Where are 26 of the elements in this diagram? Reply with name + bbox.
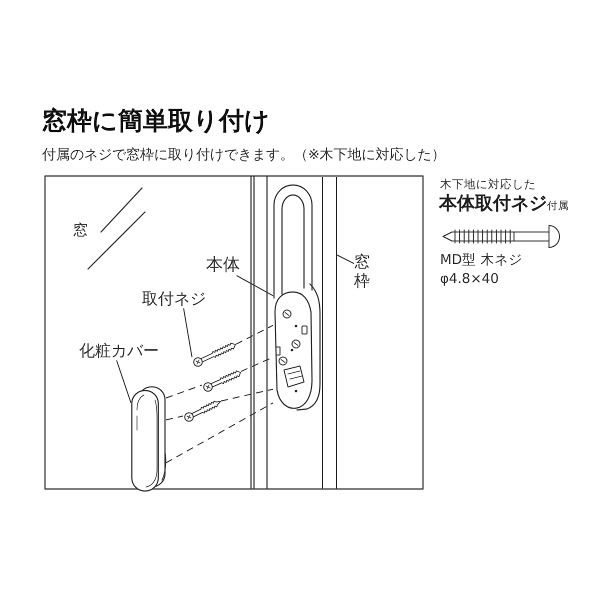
part-label: 本体 bbox=[206, 256, 240, 276]
spec-note: 木下地に対応した bbox=[440, 178, 536, 192]
cover-plate bbox=[131, 386, 166, 492]
guide-line bbox=[220, 388, 274, 402]
guide-line bbox=[166, 416, 184, 420]
leader-line bbox=[116, 360, 132, 404]
title: 窓枠に簡単取り付け bbox=[42, 107, 270, 136]
part-label: 取付ネジ bbox=[142, 290, 206, 308]
guide-line bbox=[166, 384, 202, 398]
spec-heading: 本体取付ネジ付属 bbox=[439, 194, 569, 215]
leader-line bbox=[183, 308, 192, 358]
window-frame bbox=[322, 177, 337, 489]
spec-text: φ4.8×40 bbox=[440, 272, 499, 288]
spec-text: MD型 木ネジ bbox=[440, 253, 522, 269]
part-label: 化粧カバー bbox=[79, 342, 159, 360]
leader-line bbox=[236, 275, 274, 296]
screw bbox=[183, 398, 221, 423]
screw bbox=[192, 341, 236, 368]
guide-line bbox=[166, 402, 274, 464]
latch-handle bbox=[273, 184, 321, 412]
leader-line bbox=[336, 254, 354, 264]
part-label: 窓枠 bbox=[354, 252, 370, 290]
guide-line bbox=[236, 324, 274, 345]
description-text: 付属のネジで窓枠に取り付けできます。（※木下地に対応した） bbox=[42, 147, 446, 164]
screw bbox=[202, 369, 241, 393]
part-label: 窓 bbox=[73, 222, 88, 240]
